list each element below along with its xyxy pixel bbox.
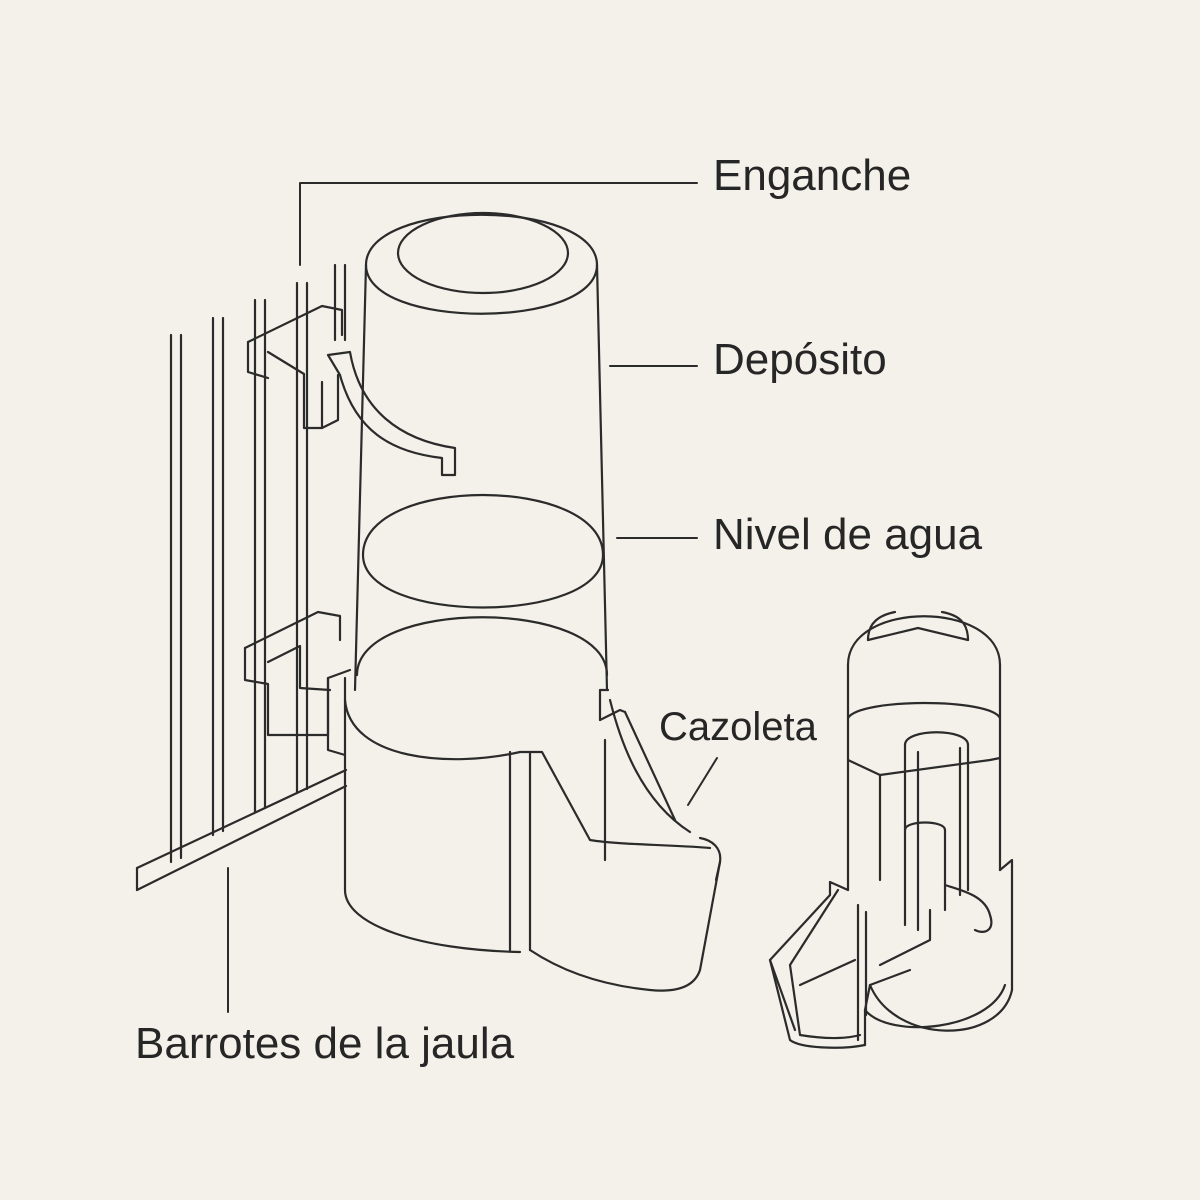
main-reservoir (353, 211, 609, 692)
label-deposito: Depósito (713, 335, 887, 384)
leader-cazoleta (687, 757, 718, 806)
water-level (355, 493, 609, 677)
label-cazoleta: Cazoleta (659, 705, 818, 749)
label-nivel-agua: Nivel de agua (713, 510, 983, 559)
lower-clip (243, 610, 352, 757)
base-cup (343, 676, 722, 992)
label-barrotes: Barrotes de la jaula (135, 1019, 515, 1068)
upper-hook-clip (246, 304, 457, 477)
label-enganche: Enganche (713, 151, 911, 200)
leader-lines (227, 182, 718, 1013)
leader-enganche (299, 182, 698, 266)
cross-section-view (768, 610, 1014, 1049)
cage-floor-rail (135, 768, 348, 892)
cage-bars (169, 263, 347, 864)
